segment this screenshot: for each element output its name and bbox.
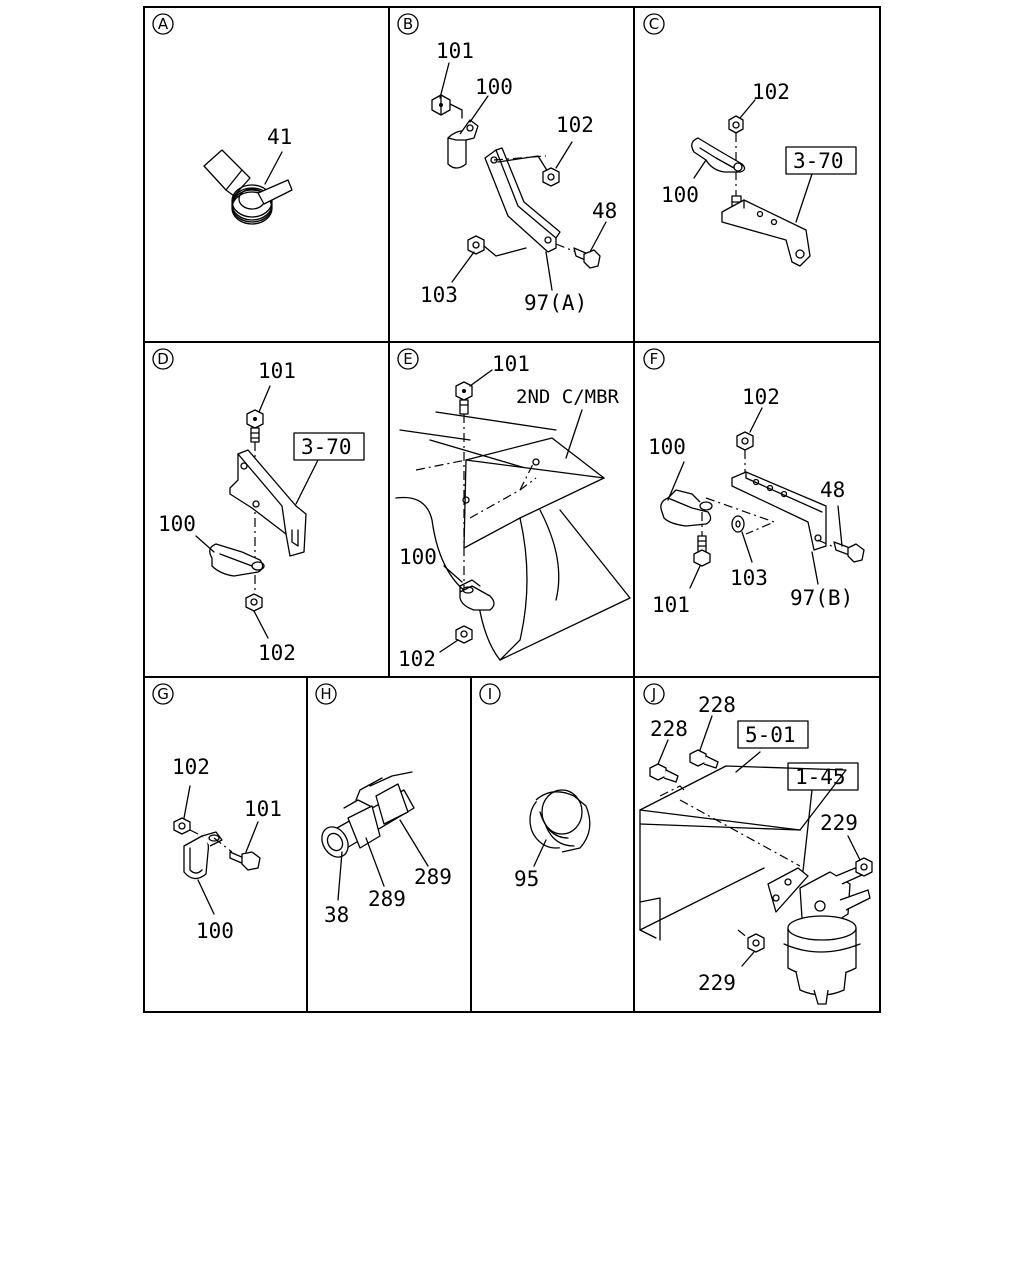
label-j-229-b: 229 [698, 971, 736, 995]
panel-a-hose-clamp: 41 [203, 125, 293, 225]
label-h-38: 38 [324, 903, 349, 927]
label-d-101: 101 [258, 359, 296, 383]
label-e-2nd-cmbr: 2ND C/MBR [516, 386, 620, 408]
panel-f-bracket: 102 100 101 103 48 9 [648, 385, 865, 617]
label-j-229-a: 229 [820, 811, 858, 835]
panel-letter-b: B [397, 13, 419, 35]
panel-i-grommet: 95 [514, 789, 591, 891]
panel-letter-j: J [643, 683, 665, 705]
panel-letter-f: F [643, 348, 665, 370]
label-h-289-b: 289 [414, 865, 452, 889]
panel-g-clip-bolt: 102 100 101 [172, 755, 282, 943]
svg-text:B: B [403, 15, 413, 33]
label-e-100: 100 [399, 545, 437, 569]
label-j-228-b: 228 [698, 693, 736, 717]
svg-text:J: J [651, 685, 656, 703]
panel-letter-e: E [397, 348, 419, 370]
svg-text:G: G [157, 685, 169, 703]
label-f-101: 101 [652, 593, 690, 617]
label-g-100: 100 [196, 919, 234, 943]
label-b-48: 48 [592, 199, 617, 223]
label-b-103: 103 [420, 283, 458, 307]
ref-j-5-01: 5-01 [745, 723, 796, 747]
svg-text:E: E [403, 350, 412, 368]
panel-h-hose-clamps: 38 289 289 [321, 771, 452, 927]
label-f-97b: 97(B) [790, 586, 853, 610]
svg-text:C: C [649, 15, 659, 33]
label-e-102: 102 [398, 647, 436, 671]
svg-text:H: H [320, 685, 331, 703]
label-f-48: 48 [820, 478, 845, 502]
panel-d-bracket-clip: 101 3-70 100 102 [158, 359, 365, 665]
panel-b-bracket: 101 100 102 48 103 97(A) [420, 39, 617, 315]
label-b-97a: 97(A) [524, 291, 587, 315]
panel-letter-c: C [643, 13, 665, 35]
panel-letter-a: A [152, 13, 174, 35]
panel-c-clip-bracket: 102 100 3-70 [661, 80, 857, 267]
grid-frame [143, 6, 881, 1013]
panel-j-filter-frame: 228 228 5-01 1-45 229 [639, 693, 873, 1005]
panel-letter-h: H [315, 683, 337, 705]
panel-letter-g: G [152, 683, 174, 705]
svg-text:I: I [488, 685, 492, 703]
ref-j-1-45: 1-45 [795, 765, 846, 789]
ref-c-3-70: 3-70 [793, 149, 844, 173]
label-b-100: 100 [475, 75, 513, 99]
svg-text:D: D [157, 350, 169, 368]
svg-text:F: F [650, 350, 659, 368]
panel-letter-i: I [479, 683, 501, 705]
label-c-102: 102 [752, 80, 790, 104]
label-b-102: 102 [556, 113, 594, 137]
label-c-100: 100 [661, 183, 699, 207]
label-g-101: 101 [244, 797, 282, 821]
label-i-95: 95 [514, 867, 539, 891]
label-j-228-a: 228 [650, 717, 688, 741]
svg-text:A: A [158, 15, 169, 33]
label-d-100: 100 [158, 512, 196, 536]
label-f-100: 100 [648, 435, 686, 459]
label-41: 41 [267, 125, 292, 149]
label-h-289-a: 289 [368, 887, 406, 911]
label-f-102: 102 [742, 385, 780, 409]
panel-e-crossmember: 101 2ND C/MBR 100 102 [395, 352, 631, 671]
label-b-101: 101 [436, 39, 474, 63]
panel-letter-d: D [152, 348, 174, 370]
ref-d-3-70: 3-70 [301, 435, 352, 459]
label-g-102: 102 [172, 755, 210, 779]
label-f-103: 103 [730, 566, 768, 590]
label-d-102: 102 [258, 641, 296, 665]
label-e-101: 101 [492, 352, 530, 376]
